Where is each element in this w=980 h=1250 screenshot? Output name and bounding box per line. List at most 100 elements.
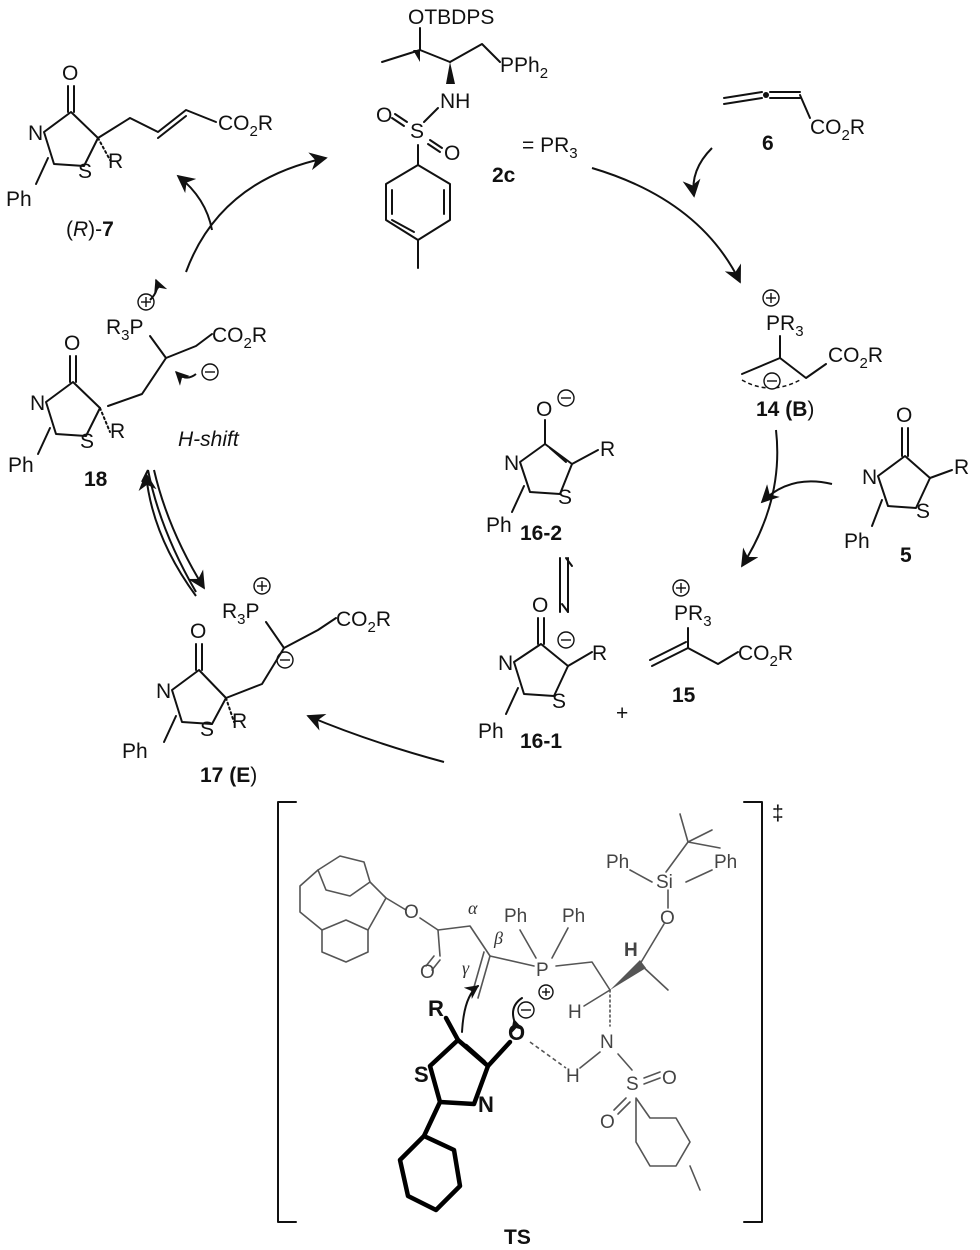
nh-label: NH: [440, 90, 470, 113]
svg-text:PR3: PR3: [674, 602, 712, 630]
svg-text:O: O: [190, 620, 206, 643]
compound-17-label: 17 (E): [200, 764, 257, 787]
svg-text:O: O: [376, 104, 392, 127]
phosphine-label: PPh2: [500, 54, 548, 82]
svg-text:Ph: Ph: [844, 530, 870, 553]
svg-text:O: O: [420, 962, 435, 983]
compound-2c-label: 2c: [492, 164, 516, 187]
svg-text:S: S: [558, 486, 572, 509]
svg-text:Ph: Ph: [8, 454, 34, 477]
svg-text:O: O: [64, 332, 80, 355]
product-7: O R N S Ph CO2R (R)-7: [6, 62, 273, 241]
alpha-label: α: [468, 898, 478, 918]
compound-15-label: 15: [672, 684, 696, 707]
svg-text:CO2R: CO2R: [828, 344, 883, 372]
gamma-label: γ: [462, 958, 470, 978]
svg-text:R: R: [110, 420, 125, 443]
svg-text:Ph: Ph: [714, 852, 737, 873]
intermediate-18: R3P CO2R O R N S Ph 18: [8, 278, 267, 491]
svg-text:N: N: [600, 1032, 614, 1053]
compound-5-label: 5: [900, 544, 912, 567]
svg-text:S: S: [552, 690, 566, 713]
svg-text:H: H: [568, 1002, 582, 1023]
svg-text:N: N: [504, 452, 519, 475]
negative-charge-icon: [557, 631, 575, 649]
ts-dagger: ‡: [772, 802, 784, 825]
svg-text:R3P: R3P: [106, 316, 144, 344]
svg-text:Ph: Ph: [6, 188, 32, 211]
svg-text:Ph: Ph: [606, 852, 629, 873]
svg-text:N: N: [478, 1092, 494, 1117]
silyl-ether-label: OTBDPS: [408, 6, 494, 29]
svg-text:R: R: [232, 710, 247, 733]
svg-text:O: O: [404, 902, 419, 923]
svg-text:S: S: [78, 160, 92, 183]
transition-state: ‡ TS O O α β γ P Ph Ph H O Si Ph Ph H: [277, 801, 784, 1249]
positive-charge-icon: [253, 577, 271, 595]
intermediate-17: R3P CO2R O R N S Ph 17 (E): [122, 577, 391, 787]
svg-text:N: N: [28, 122, 43, 145]
enolate-16-2: O R N S Ph 16-2: [486, 389, 615, 545]
svg-text:Ph: Ph: [486, 514, 512, 537]
svg-text:Ph: Ph: [504, 906, 527, 927]
svg-text:O: O: [896, 404, 912, 427]
svg-text:R: R: [600, 438, 615, 461]
svg-text:O: O: [62, 62, 78, 85]
svg-text:S: S: [916, 500, 930, 523]
compound-7-label: (R)-7: [66, 218, 114, 241]
svg-text:R: R: [108, 150, 123, 173]
equals-pr3-label: = PR3: [522, 134, 578, 162]
svg-text:O: O: [600, 1112, 615, 1133]
svg-text:H: H: [624, 940, 638, 961]
positive-charge-icon: [672, 579, 690, 597]
sulfonyl-s-label: S: [410, 120, 424, 143]
h-shift-label: H-shift: [178, 428, 240, 451]
svg-text:O: O: [660, 908, 675, 929]
thiazolone-5: O R N S Ph 5: [844, 404, 969, 567]
positive-charge-icon: [762, 289, 780, 307]
svg-text:R: R: [592, 642, 607, 665]
svg-text:O: O: [508, 1020, 525, 1045]
compound-18-label: 18: [84, 468, 108, 491]
beta-label: β: [493, 928, 503, 948]
svg-text:S: S: [200, 718, 214, 741]
svg-text:Ph: Ph: [562, 906, 585, 927]
ester-label: CO2R: [810, 116, 865, 144]
compound-6-label: 6: [762, 132, 774, 155]
plus-sign: +: [616, 702, 628, 725]
catalyst-2c: OTBDPS PPh2 NH S O O 2c = PR3: [376, 6, 578, 269]
cycle-arrows: H-shift: [138, 147, 833, 763]
svg-text:N: N: [862, 466, 877, 489]
svg-text:S: S: [80, 430, 94, 453]
negative-charge-icon: [557, 389, 575, 407]
ts-label: TS: [504, 1226, 531, 1249]
svg-text:S: S: [414, 1062, 429, 1087]
negative-charge-icon: [517, 1001, 535, 1019]
negative-charge-icon: [763, 372, 781, 390]
negative-charge-icon: [201, 363, 219, 381]
svg-text:R: R: [428, 996, 444, 1021]
svg-text:N: N: [156, 680, 171, 703]
svg-text:O: O: [662, 1068, 677, 1089]
pr3-label: PR3: [766, 312, 804, 340]
svg-text:R: R: [954, 456, 969, 479]
svg-text:Si: Si: [656, 872, 673, 893]
compound-14-label: 14 (B): [756, 398, 814, 421]
svg-text:O: O: [532, 594, 548, 617]
compound-16-1-label: 16-1: [520, 730, 562, 753]
svg-text:CO2R: CO2R: [212, 324, 267, 352]
svg-text:H: H: [566, 1066, 580, 1087]
svg-text:CO2R: CO2R: [218, 112, 273, 140]
svg-text:Ph: Ph: [122, 740, 148, 763]
svg-text:CO2R: CO2R: [738, 642, 793, 670]
svg-text:S: S: [626, 1074, 639, 1095]
carbanion-16-1: O R N S Ph 16-1: [478, 594, 607, 753]
compound-16-2-label: 16-2: [520, 522, 562, 545]
allenoate-6: CO2R 6: [723, 91, 865, 155]
ylide-15: PR3 CO2R 15: [649, 579, 793, 707]
svg-text:Ph: Ph: [478, 720, 504, 743]
svg-text:O: O: [536, 398, 552, 421]
svg-text:O: O: [444, 142, 460, 165]
svg-text:N: N: [498, 652, 513, 675]
